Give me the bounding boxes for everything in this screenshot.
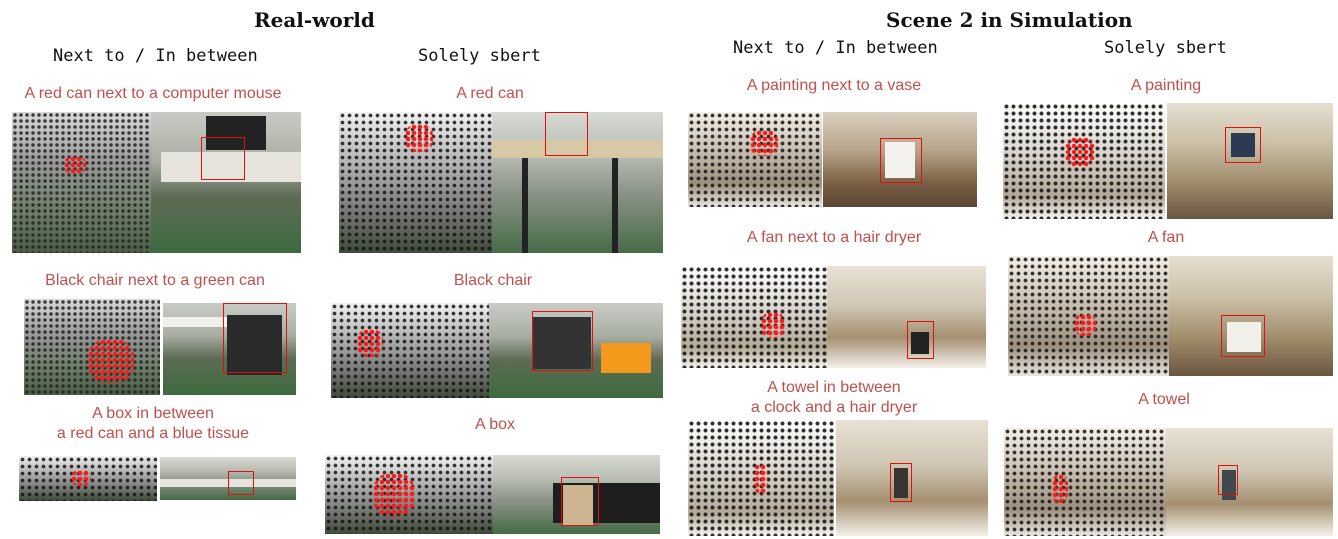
caption-black-chair-green-can: Black chair next to a green can [45,272,265,289]
point-cloud-image [1004,428,1166,536]
camera-image [160,457,296,500]
caption-painting: A painting [1130,77,1202,94]
camera-image [827,266,986,368]
point-cloud-image [688,420,834,536]
camera-image [836,420,988,536]
bounding-box [228,471,254,495]
caption-towel: A towel [1138,391,1190,408]
camera-image [492,112,663,253]
camera-image [489,303,663,398]
point-cloud-image [339,112,492,253]
caption-fan-hair-dryer: A fan next to a hair dryer [746,229,922,246]
highlight-points [1074,314,1096,336]
real-world-title: Real-world [254,8,375,32]
bounding-box [532,311,593,371]
point-cloud-image [1003,103,1165,219]
highlight-points [750,130,778,156]
caption-black-chair: Black chair [453,272,533,289]
simulation-title: Scene 2 in Simulation [886,8,1133,32]
caption-red-can: A red can [456,85,524,102]
camera-image [823,112,977,207]
bounding-box [1218,465,1238,495]
highlight-points [88,339,134,383]
point-cloud-image [1008,256,1169,376]
bounding-box [890,463,912,502]
point-cloud-image [24,299,160,395]
camera-image [1166,428,1333,536]
sim-col-right-title: Solely sbert [1104,38,1227,58]
point-cloud-image [12,112,151,253]
highlight-points [64,156,86,174]
bounding-box [1221,315,1265,357]
camera-image [1169,256,1333,376]
highlight-points [357,329,383,357]
real-col-left-title: Next to / In between [53,46,258,66]
caption-red-can-mouse: A red can next to a computer mouse [24,85,282,102]
bounding-box [223,303,287,373]
caption-box: A box [474,416,516,433]
highlight-points [405,124,433,152]
bounding-box [1225,127,1261,163]
point-cloud-image [688,112,822,207]
caption-towel-between-line1: A towel in between [767,379,901,396]
highlight-points [71,470,91,486]
sim-col-left-title: Next to / In between [733,38,938,58]
highlight-points [761,312,785,338]
caption-box-between-line1: A box in between [92,405,214,422]
bounding-box [880,138,922,183]
highlight-points [1065,137,1095,167]
point-cloud-image [681,266,827,368]
point-cloud-image [331,303,489,398]
caption-fan: A fan [1147,229,1185,246]
highlight-points [754,464,768,494]
real-col-right-title: Solely sbert [418,46,541,66]
camera-image [1167,103,1333,219]
point-cloud-image [19,456,157,501]
bounding-box [545,112,588,156]
camera-image [493,455,660,534]
point-cloud-image [325,455,493,534]
bounding-box [561,477,599,526]
caption-painting-vase: A painting next to a vase [746,77,922,94]
highlight-points [1052,474,1068,504]
bounding-box [907,321,934,359]
highlight-points [373,473,415,517]
caption-towel-between-line2: a clock and a hair dryer [750,399,918,416]
camera-image [151,112,301,253]
caption-box-between-line2: a red can and a blue tissue [56,425,250,442]
camera-image [163,303,296,395]
bounding-box [201,137,245,180]
